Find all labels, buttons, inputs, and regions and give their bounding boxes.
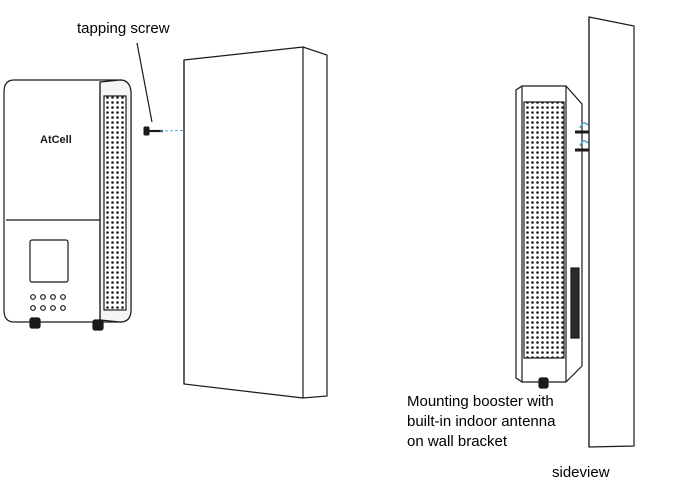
- side-vent: [523, 101, 565, 359]
- tapping-screw-label: tapping screw: [77, 20, 170, 37]
- screw-pointer-line: [136, 42, 153, 123]
- sideview-wall: [588, 16, 635, 448]
- caption-line-3: on wall bracket: [407, 433, 508, 450]
- sideview-label: sideview: [552, 464, 610, 481]
- caption-line-1: Mounting booster with: [407, 393, 554, 410]
- side-vent: [103, 95, 127, 311]
- wall-panel: [183, 46, 328, 399]
- caption-line-2: built-in indoor antenna: [407, 413, 556, 430]
- connector-right: [92, 319, 104, 331]
- heat-sink: [570, 267, 580, 339]
- device-logo: AtCell: [40, 134, 72, 146]
- booster-front-view: [3, 79, 132, 331]
- arrow-icon: [579, 122, 589, 147]
- connector-left: [29, 317, 41, 329]
- booster-side-view: [515, 85, 589, 389]
- display-screen: [29, 239, 69, 283]
- button-row: [30, 294, 66, 311]
- connector-bottom: [538, 377, 549, 389]
